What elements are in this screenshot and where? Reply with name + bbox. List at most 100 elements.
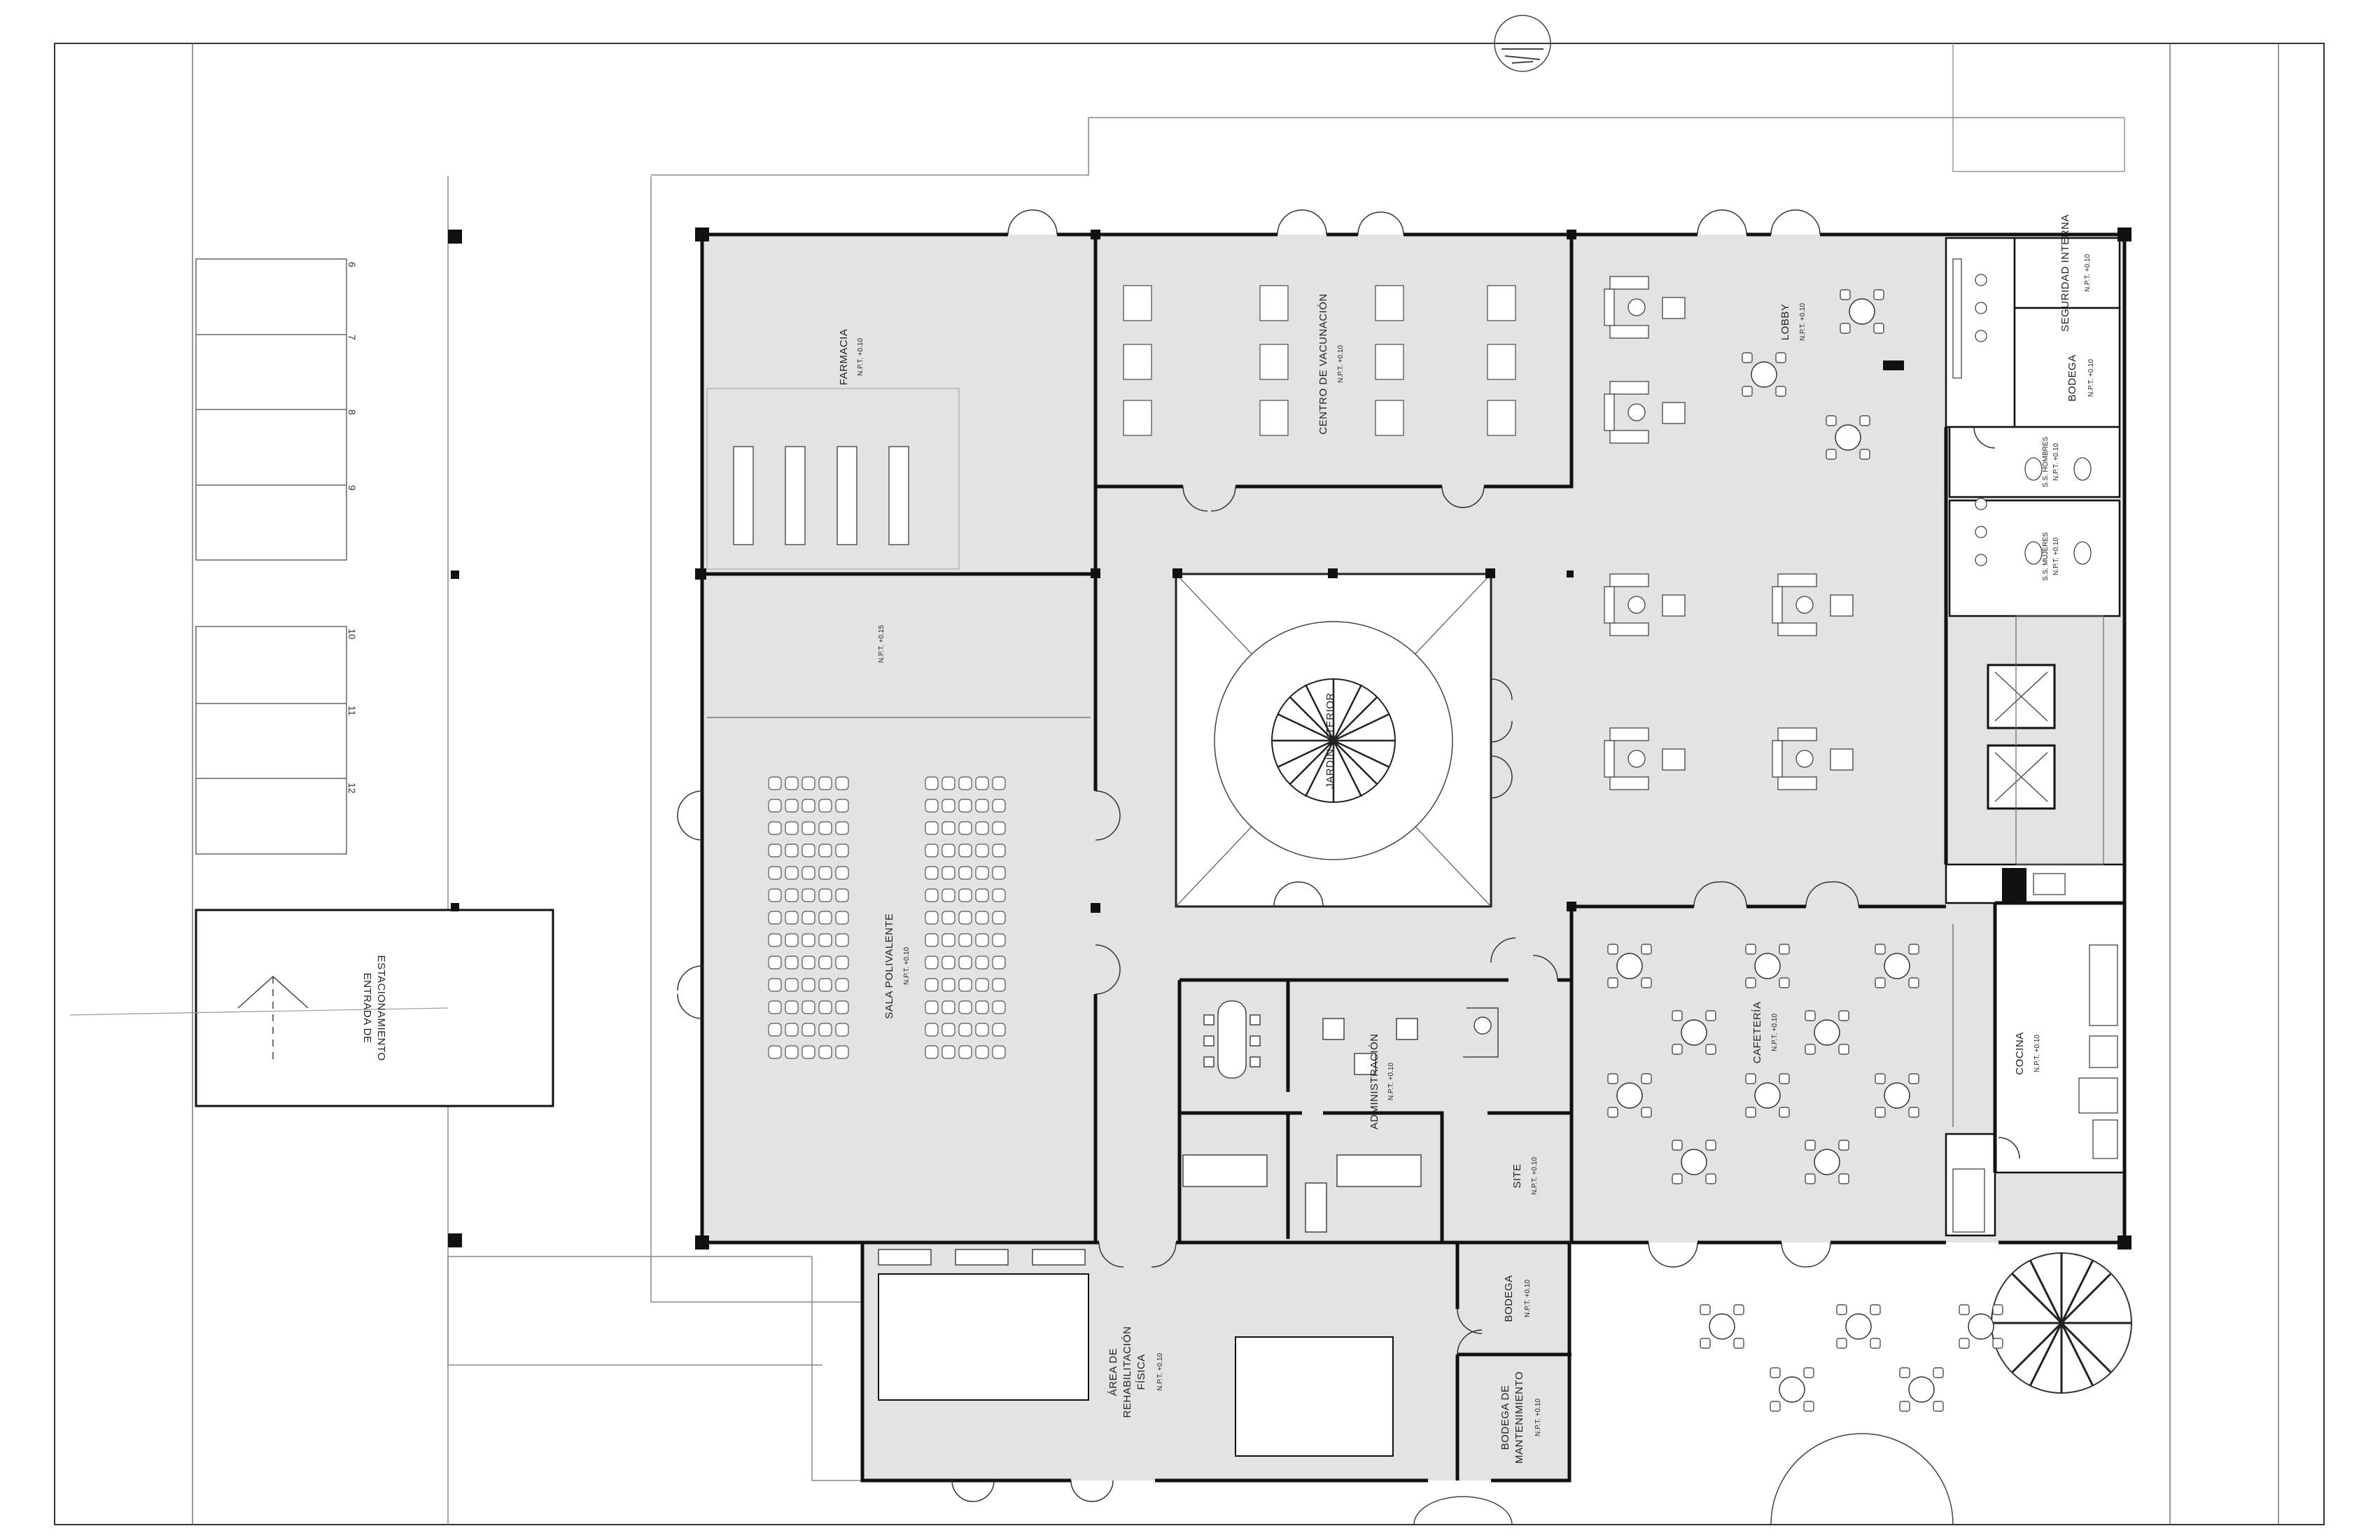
conference-table [1203, 1000, 1261, 1079]
parking-number: 12 [346, 783, 358, 794]
npt-label: N.P.T. +0.10 [857, 338, 864, 376]
auditorium-seat [835, 933, 849, 947]
auditorium-seat [941, 799, 955, 813]
auditorium-seat [992, 933, 1006, 947]
auditorium-seat [992, 866, 1006, 880]
round-table [1607, 1073, 1652, 1118]
auditorium-seat [768, 911, 782, 925]
auditorium-seat [975, 978, 989, 992]
auditorium-seat [958, 955, 972, 969]
npt-label: N.P.T. +0.10 [1387, 1063, 1395, 1100]
auditorium-seat [941, 1023, 955, 1037]
entrance-label: ENTRADA DE [361, 973, 373, 1044]
room-label: FÍSICA [1135, 1354, 1147, 1390]
pharmacy-shelves [733, 446, 909, 545]
auditorium-seat [818, 1045, 832, 1059]
auditorium-seat [925, 1023, 939, 1037]
auditorium-seat [958, 1000, 972, 1014]
auditorium-seat [835, 1045, 849, 1059]
auditorium-seat [802, 1045, 816, 1059]
round-table [1742, 352, 1786, 397]
auditorium-seat [925, 1045, 939, 1059]
auditorium-seat [785, 844, 799, 858]
auditorium-seat [802, 978, 816, 992]
npt-label: N.P.T. +0.10 [2087, 359, 2095, 397]
room-ss-mujeres: S.S. MUJERES N.P.T. +0.10 [2042, 532, 2060, 581]
round-table [1672, 1010, 1716, 1055]
parking-entrance[interactable] [69, 909, 554, 1107]
round-table [1899, 1367, 1944, 1412]
auditorium-seat [818, 911, 832, 925]
room-cafeteria: CAFETERÍA N.P.T. +0.10 [1751, 1002, 1779, 1064]
round-table [1875, 944, 1919, 988]
round-table [1875, 1073, 1919, 1118]
room-label: JARDÍN INTERIOR [1324, 692, 1336, 789]
room-label: REHABILITACIÓN [1121, 1326, 1133, 1418]
room-label: SEGURIDAD INTERNA [2059, 214, 2071, 332]
auditorium-seat [785, 955, 799, 969]
npt-label: N.P.T. +0.15 [878, 625, 886, 663]
auditorium-seat [958, 978, 972, 992]
auditorium-seat [768, 1000, 782, 1014]
restroom-fixtures [1952, 258, 2092, 566]
room-seguridad: SEGURIDAD INTERNA N.P.T. +0.10 [2059, 214, 2092, 332]
npt-label: N.P.T. +0.10 [2033, 1035, 2041, 1072]
auditorium-seat [958, 1023, 972, 1037]
auditorium-seat [975, 821, 989, 835]
auditorium-seat [975, 1045, 989, 1059]
auditorium-seat [975, 888, 989, 902]
pharmacy-counter-area [706, 388, 960, 570]
auditorium-seat [925, 799, 939, 813]
auditorium-seat [941, 821, 955, 835]
auditorium-seat [835, 821, 849, 835]
auditorium-seat [941, 978, 955, 992]
auditorium-seat [818, 866, 832, 880]
auditorium-seat [992, 1000, 1006, 1014]
sofa-group [1772, 573, 1854, 636]
npt-label: N.P.T. +0.10 [1534, 1399, 1542, 1436]
auditorium-seat [768, 844, 782, 858]
auditorium-seats [768, 776, 1006, 1059]
auditorium-seat [958, 821, 972, 835]
auditorium-seat [785, 933, 799, 947]
round-table [1836, 1304, 1881, 1349]
auditorium-seat [925, 866, 939, 880]
room-lobby: LOBBY N.P.T. +0.10 [1779, 303, 1807, 341]
stairs [2015, 615, 2104, 865]
sofa-group [1604, 727, 1686, 790]
room-label: FARMACIA [838, 329, 850, 386]
auditorium-seat [768, 1023, 782, 1037]
auditorium-seat [992, 776, 1006, 790]
room-label: S.S. MUJERES [2042, 532, 2050, 581]
room-label: CENTRO DE VACUNACIÓN [1317, 293, 1329, 434]
auditorium-seat [925, 955, 939, 969]
garden-tree-icon [1271, 678, 1396, 803]
room-label: ÁREA DE [1107, 1348, 1119, 1396]
room-label: SALA POLIVALENTE [883, 913, 895, 1018]
parking-number: 7 [346, 335, 358, 340]
office-desks [1182, 1007, 1499, 1233]
auditorium-seat [975, 776, 989, 790]
auditorium-seat [818, 978, 832, 992]
auditorium-seat [802, 955, 816, 969]
npt-label: N.P.T. +0.10 [1337, 345, 1345, 383]
auditorium-seat [975, 955, 989, 969]
room-label: LOBBY [1779, 304, 1791, 341]
auditorium-seat [975, 1023, 989, 1037]
auditorium-seat [975, 1000, 989, 1014]
auditorium-seat [975, 933, 989, 947]
auditorium-seat [785, 821, 799, 835]
room-stage: N.P.T. +0.15 [878, 625, 886, 663]
room-sala: SALA POLIVALENTE N.P.T. +0.10 [883, 913, 911, 1018]
auditorium-seat [802, 933, 816, 947]
auditorium-seat [768, 888, 782, 902]
auditorium-seat [958, 866, 972, 880]
room-label: BODEGA [2066, 354, 2078, 401]
auditorium-seat [768, 776, 782, 790]
sofa-group [1772, 727, 1854, 790]
lobby-seating [1604, 276, 1854, 790]
auditorium-seat [958, 1045, 972, 1059]
vaccination-desks [1123, 285, 1516, 436]
rehab-benches [878, 1249, 1086, 1266]
auditorium-seat [958, 888, 972, 902]
